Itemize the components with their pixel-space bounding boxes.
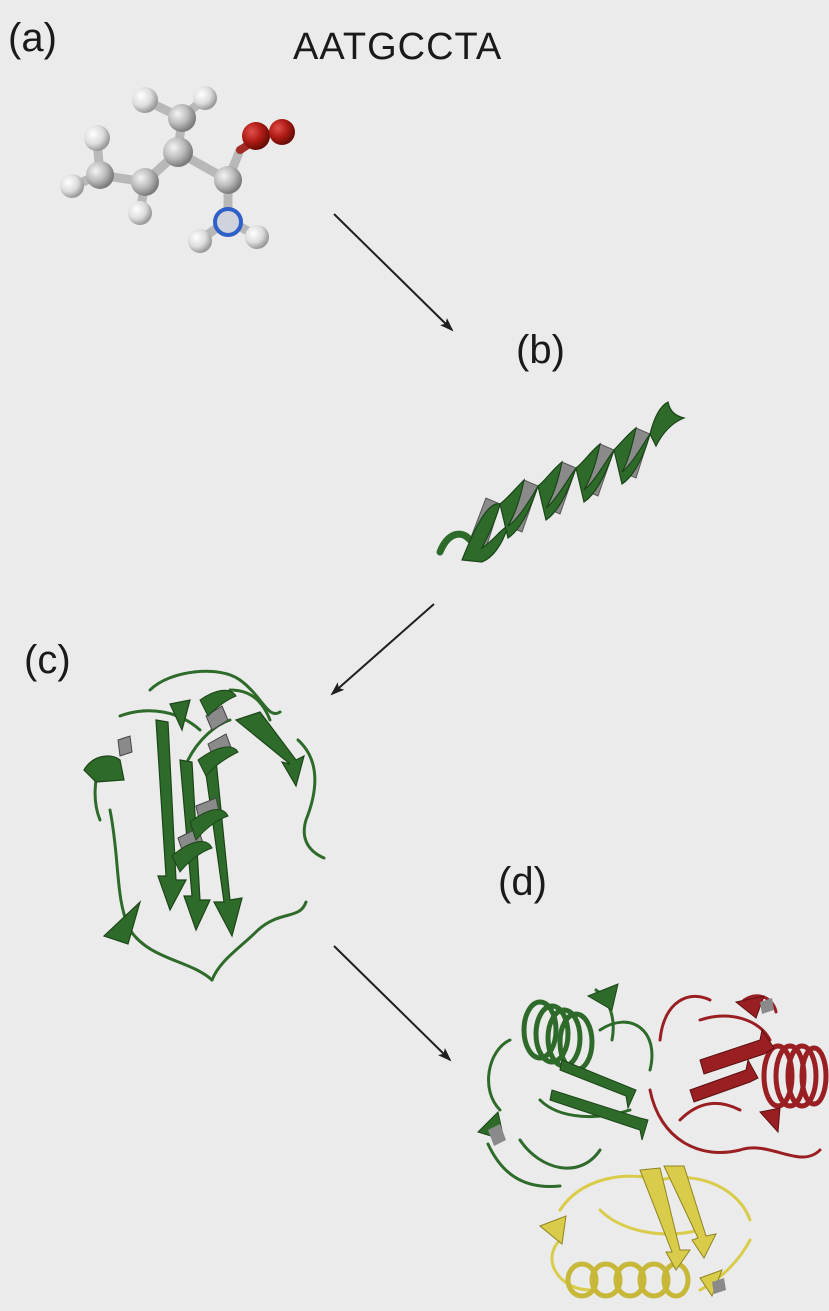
alpha-helix-ribbon-icon [440,402,684,562]
arrow-c-to-d [334,946,450,1060]
folded-protein-ribbon-icon [84,671,324,980]
amino-acid-ball-and-stick-icon [60,86,295,253]
arrow-a-to-b [334,214,452,330]
protein-trimer-ribbon-icon [478,984,826,1296]
arrow-b-to-c [332,604,434,694]
